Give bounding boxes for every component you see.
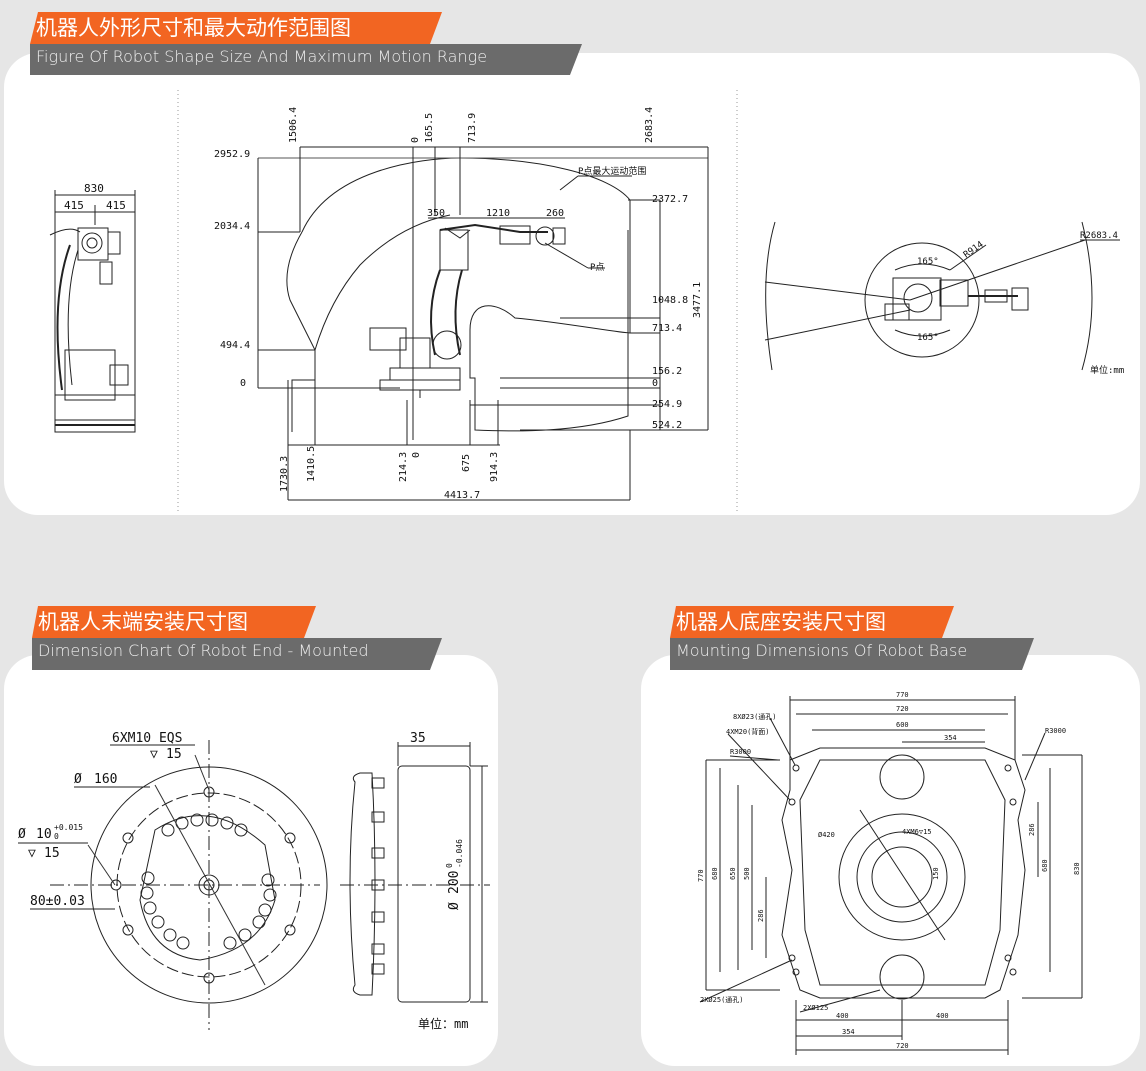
left-label-2952: 2952.9 [214,149,250,160]
shape-title-en: Figure Of Robot Shape Size And Maximum M… [36,47,488,66]
side-width-total: 830 [84,182,104,195]
base-top-720: 720 [896,705,909,713]
top-unit: 单位:mm [1090,364,1124,376]
base-left-286: 286 [757,909,765,922]
top-label-2683: 2683.4 [644,107,655,143]
end-thickness: 35 [410,731,426,746]
right-label-156: 156.2 [652,366,682,377]
left-label-0: 0 [240,378,246,389]
side-view [49,190,136,433]
header-banner [30,12,582,75]
header-banner [32,606,442,670]
end-unit: 单位：mm [418,1016,468,1031]
right-label-254: 254.9 [652,399,682,410]
end-pin-depth-icon: ▽ [28,846,36,861]
base-top-770: 770 [896,691,909,699]
height-total-label: 3477.1 [692,282,703,318]
right-label-713: 713.4 [652,323,682,334]
base-dia125: 2XØ125 [803,1004,828,1012]
base-holes2: 4XM20(背面) [726,727,770,736]
base-left-500: 500 [743,867,751,880]
header-banner [670,606,1034,670]
base-top-354: 354 [944,734,957,742]
end-pin: 10 [36,827,52,842]
top-label-0: 0 [410,137,421,143]
base-bottom-354: 354 [842,1028,855,1036]
base-title-en: Mounting Dimensions Of Robot Base [676,641,968,660]
base-left-650: 650 [729,867,737,880]
end-bolt-depth-icon: ▽ [150,747,158,762]
range-view [257,146,709,501]
right-label-0: 0 [652,378,658,389]
motion-envelope [301,157,648,432]
end-pin-depth: 15 [44,846,60,861]
top-label-1506: 1506.4 [288,107,299,143]
top-radius-outer: R2683.4 [1080,231,1118,241]
left-label-2034: 2034.4 [214,221,250,232]
arm-label-1210: 1210 [486,208,510,219]
arm-label-260: 260 [546,208,564,219]
bottom-label-675: 675 [461,454,472,472]
end-dia200-tol-top: 0 [445,863,454,868]
end-pin-tol-top: +0.015 [54,823,83,832]
end-dia200: 200 [447,871,462,894]
top-angle-bottom: 165° [917,333,939,343]
side-half-right: 415 [106,199,126,212]
end-dia200-tol-bot: -0.046 [455,839,464,868]
bottom-label-0: 0 [411,452,422,458]
bottom-label-914: 914.3 [489,452,500,482]
end-dia-icon: Ø [74,772,82,787]
base-m6: 4XM6▽15 [902,828,932,836]
end-title-en: Dimension Chart Of Robot End - Mounted [38,641,369,660]
base-title-cn: 机器人底座安装尺寸图 [676,610,886,634]
right-label-524: 524.2 [652,420,682,431]
base-bottom-720: 720 [896,1042,909,1050]
left-label-494: 494.4 [220,340,250,351]
base-dia420: Ø420 [818,831,835,839]
right-label-1048: 1048.8 [652,295,688,306]
end-pin-tol-bot: 0 [54,832,59,841]
bottom-label-1410: 1410.5 [306,446,317,482]
end-offset: 80±0.03 [30,894,85,909]
base-top-600: 600 [896,721,909,729]
right-label-2372: 2372.7 [652,194,688,205]
top-label-165: 165.5 [424,113,435,143]
top-radius-inner: R914 [962,240,986,261]
shape-title-cn: 机器人外形尺寸和最大动作范围图 [36,16,351,40]
end-bolt-depth: 15 [166,747,182,762]
base-holes1: 8XØ23(通孔) [733,712,777,721]
base-center-150: 150 [932,867,940,880]
arm-label-350: 350 [427,208,445,219]
base-right-830: 830 [1073,862,1081,875]
end-title-cn: 机器人末端安装尺寸图 [38,610,248,634]
shape-card [4,53,1140,515]
base-right-286: 286 [1028,823,1036,836]
base-holes3: 2XØ25(通孔) [700,995,744,1004]
p-range-label: P点最大运动范围 [578,165,646,177]
width-total-label: 4413.7 [444,490,480,501]
base-bottom-400b: 400 [936,1012,949,1020]
end-card [4,655,498,1066]
end-flange [50,740,490,1030]
end-dia160: 160 [94,772,117,787]
bottom-label-214: 214.3 [398,452,409,482]
base-right-680: 680 [1041,859,1049,872]
top-angle-top: 165° [917,257,939,267]
base-r-right: R3000 [1045,727,1066,735]
top-label-713: 713.9 [467,113,478,143]
end-pin-dia-icon: Ø [18,827,26,842]
base-plate [699,696,1083,1055]
base-r-left: R3000 [730,748,751,756]
end-bolts: 6XM10 EQS [112,731,182,746]
end-dia200-icon: Ø [447,902,462,910]
base-left-680: 680 [711,867,719,880]
bottom-label-1730: 1730.3 [279,456,290,492]
top-view [764,221,1120,371]
side-half-left: 415 [64,199,84,212]
base-left-770: 770 [697,869,705,882]
base-bottom-400a: 400 [836,1012,849,1020]
